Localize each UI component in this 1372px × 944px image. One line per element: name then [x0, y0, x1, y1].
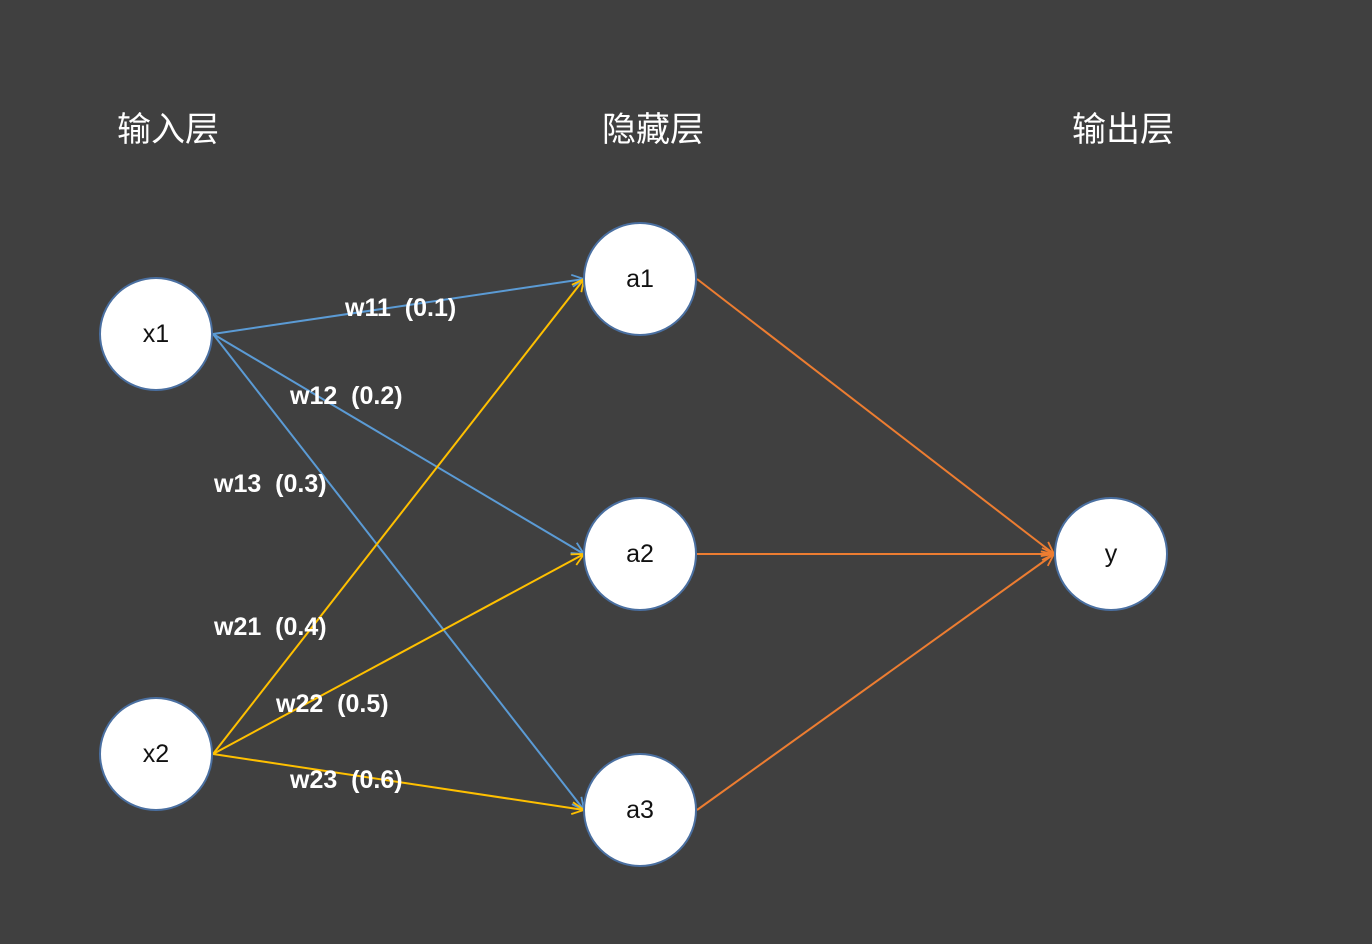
edge-x1-a1: [212, 279, 584, 335]
node-y: [1054, 497, 1168, 611]
node-label-x2: x2: [142, 740, 170, 768]
edge-x2-a1: [212, 279, 584, 755]
hidden-layer-title: 隐藏层: [602, 110, 704, 150]
edge-a3-y: [696, 554, 1054, 811]
weight-label-w11: w11 (0.1): [345, 294, 457, 322]
edge-a1-y: [696, 278, 1054, 554]
node-a1: [583, 222, 697, 336]
weight-label-w13: w13 (0.3): [214, 470, 327, 498]
input-layer-title: 输入层: [117, 110, 219, 150]
output-layer-title: 输出层: [1072, 110, 1174, 150]
node-label-a2: a2: [626, 540, 654, 568]
node-a3: [583, 753, 697, 867]
node-x2: [99, 697, 213, 811]
weight-label-w12: w12 (0.2): [290, 382, 403, 410]
node-a2: [583, 497, 697, 611]
node-label-y: y: [1104, 540, 1118, 568]
node-x1: [99, 277, 213, 391]
node-label-x1: x1: [142, 320, 170, 348]
edge-x2-a2: [212, 554, 584, 755]
edge-x1-a2: [212, 333, 584, 554]
node-label-a1: a1: [626, 265, 654, 293]
weight-label-w23: w23 (0.6): [290, 766, 403, 794]
weight-label-w21: w21 (0.4): [214, 613, 327, 641]
weight-label-w22: w22 (0.5): [276, 690, 389, 718]
edge-x2-a3: [212, 753, 584, 810]
node-label-a3: a3: [626, 796, 654, 824]
edge-x1-a3: [212, 333, 584, 810]
